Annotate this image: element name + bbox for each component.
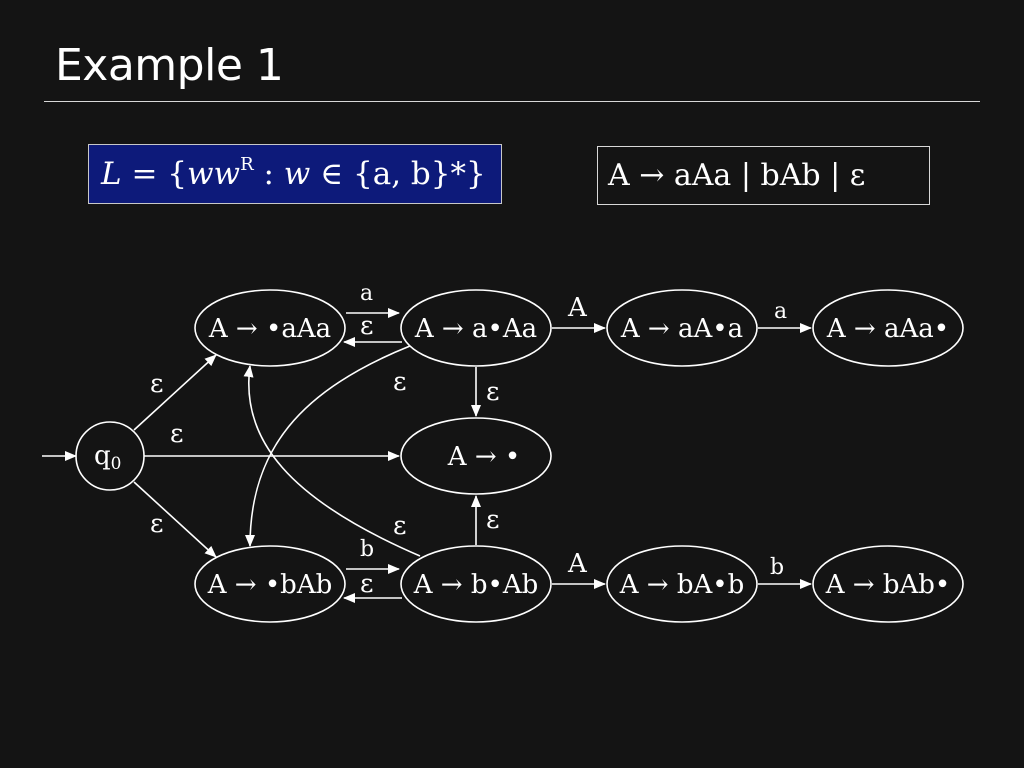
label-bAb2-bAb3: b <box>770 555 784 580</box>
state-aAa-1 <box>400 289 552 367</box>
lang-text-ww: ww <box>187 156 241 192</box>
lang-text-alphabet: ∈ {a, b}*} <box>310 156 486 192</box>
state-aAa-0 <box>194 289 346 367</box>
label-q0-bAb0: ε <box>150 509 163 539</box>
lang-text-eq: = { <box>121 156 187 192</box>
label-bAb1-eps: ε <box>486 505 499 535</box>
label-aAa2-aAa3: a <box>774 299 787 324</box>
label-aAa0-aAa1: a <box>360 281 373 306</box>
state-bAb-2-label: A → bA•b <box>619 570 745 600</box>
edge-bAb1-aAa0 <box>243 365 421 557</box>
state-bAb-3 <box>812 545 964 623</box>
label-bAb0-bAb1: b <box>360 537 374 562</box>
state-aAa-1-label: A → a•Aa <box>414 314 537 344</box>
slide-title: Example 1 <box>55 40 284 91</box>
state-bAb-0 <box>194 545 346 623</box>
state-aAa-2-label: A → aA•a <box>620 314 743 344</box>
label-aAa1-eps: ε <box>486 377 499 407</box>
state-q0-label: q0 <box>94 441 121 474</box>
edge-q0-bAb0 <box>133 481 217 558</box>
lang-text-w: w <box>283 156 311 192</box>
state-aAa-0-label: A → •aAa <box>208 314 331 344</box>
label-q0-eps: ε <box>170 419 183 449</box>
label-q0-aAa0: ε <box>150 369 163 399</box>
grammar-box: A → aAa | bAb | ε <box>597 146 930 205</box>
title-underline <box>44 101 980 102</box>
lang-text-colon: : <box>253 156 284 192</box>
label-aAa1-aAa2: A <box>567 293 588 323</box>
state-bAb-1 <box>400 545 552 623</box>
state-bAb-3-label: A → bAb• <box>825 570 951 600</box>
state-bAb-0-label: A → •bAb <box>207 570 333 600</box>
state-bAb-2 <box>606 545 758 623</box>
state-aAa-3-label: A → aAa• <box>826 314 949 344</box>
state-bAb-1-label: A → b•Ab <box>413 570 539 600</box>
label-aAa1-bAb0: ε <box>393 367 406 397</box>
language-definition-box: L = {wwR : w ∈ {a, b}*} <box>88 144 502 204</box>
label-bAb1-bAb2: A <box>567 549 588 579</box>
edge-q0-aAa0 <box>133 354 217 431</box>
state-eps-label: A → • <box>447 442 520 472</box>
label-bAb1-aAa0: ε <box>393 511 406 541</box>
state-eps <box>400 417 552 495</box>
label-bAb1-bAb0: ε <box>360 569 373 599</box>
label-aAa1-aAa0: ε <box>360 311 373 341</box>
state-aAa-2 <box>606 289 758 367</box>
lang-superscript-R: R <box>240 154 254 175</box>
edge-aAa1-bAb0 <box>245 345 411 547</box>
lang-symbol-L: L <box>101 156 122 192</box>
state-aAa-3 <box>812 289 964 367</box>
